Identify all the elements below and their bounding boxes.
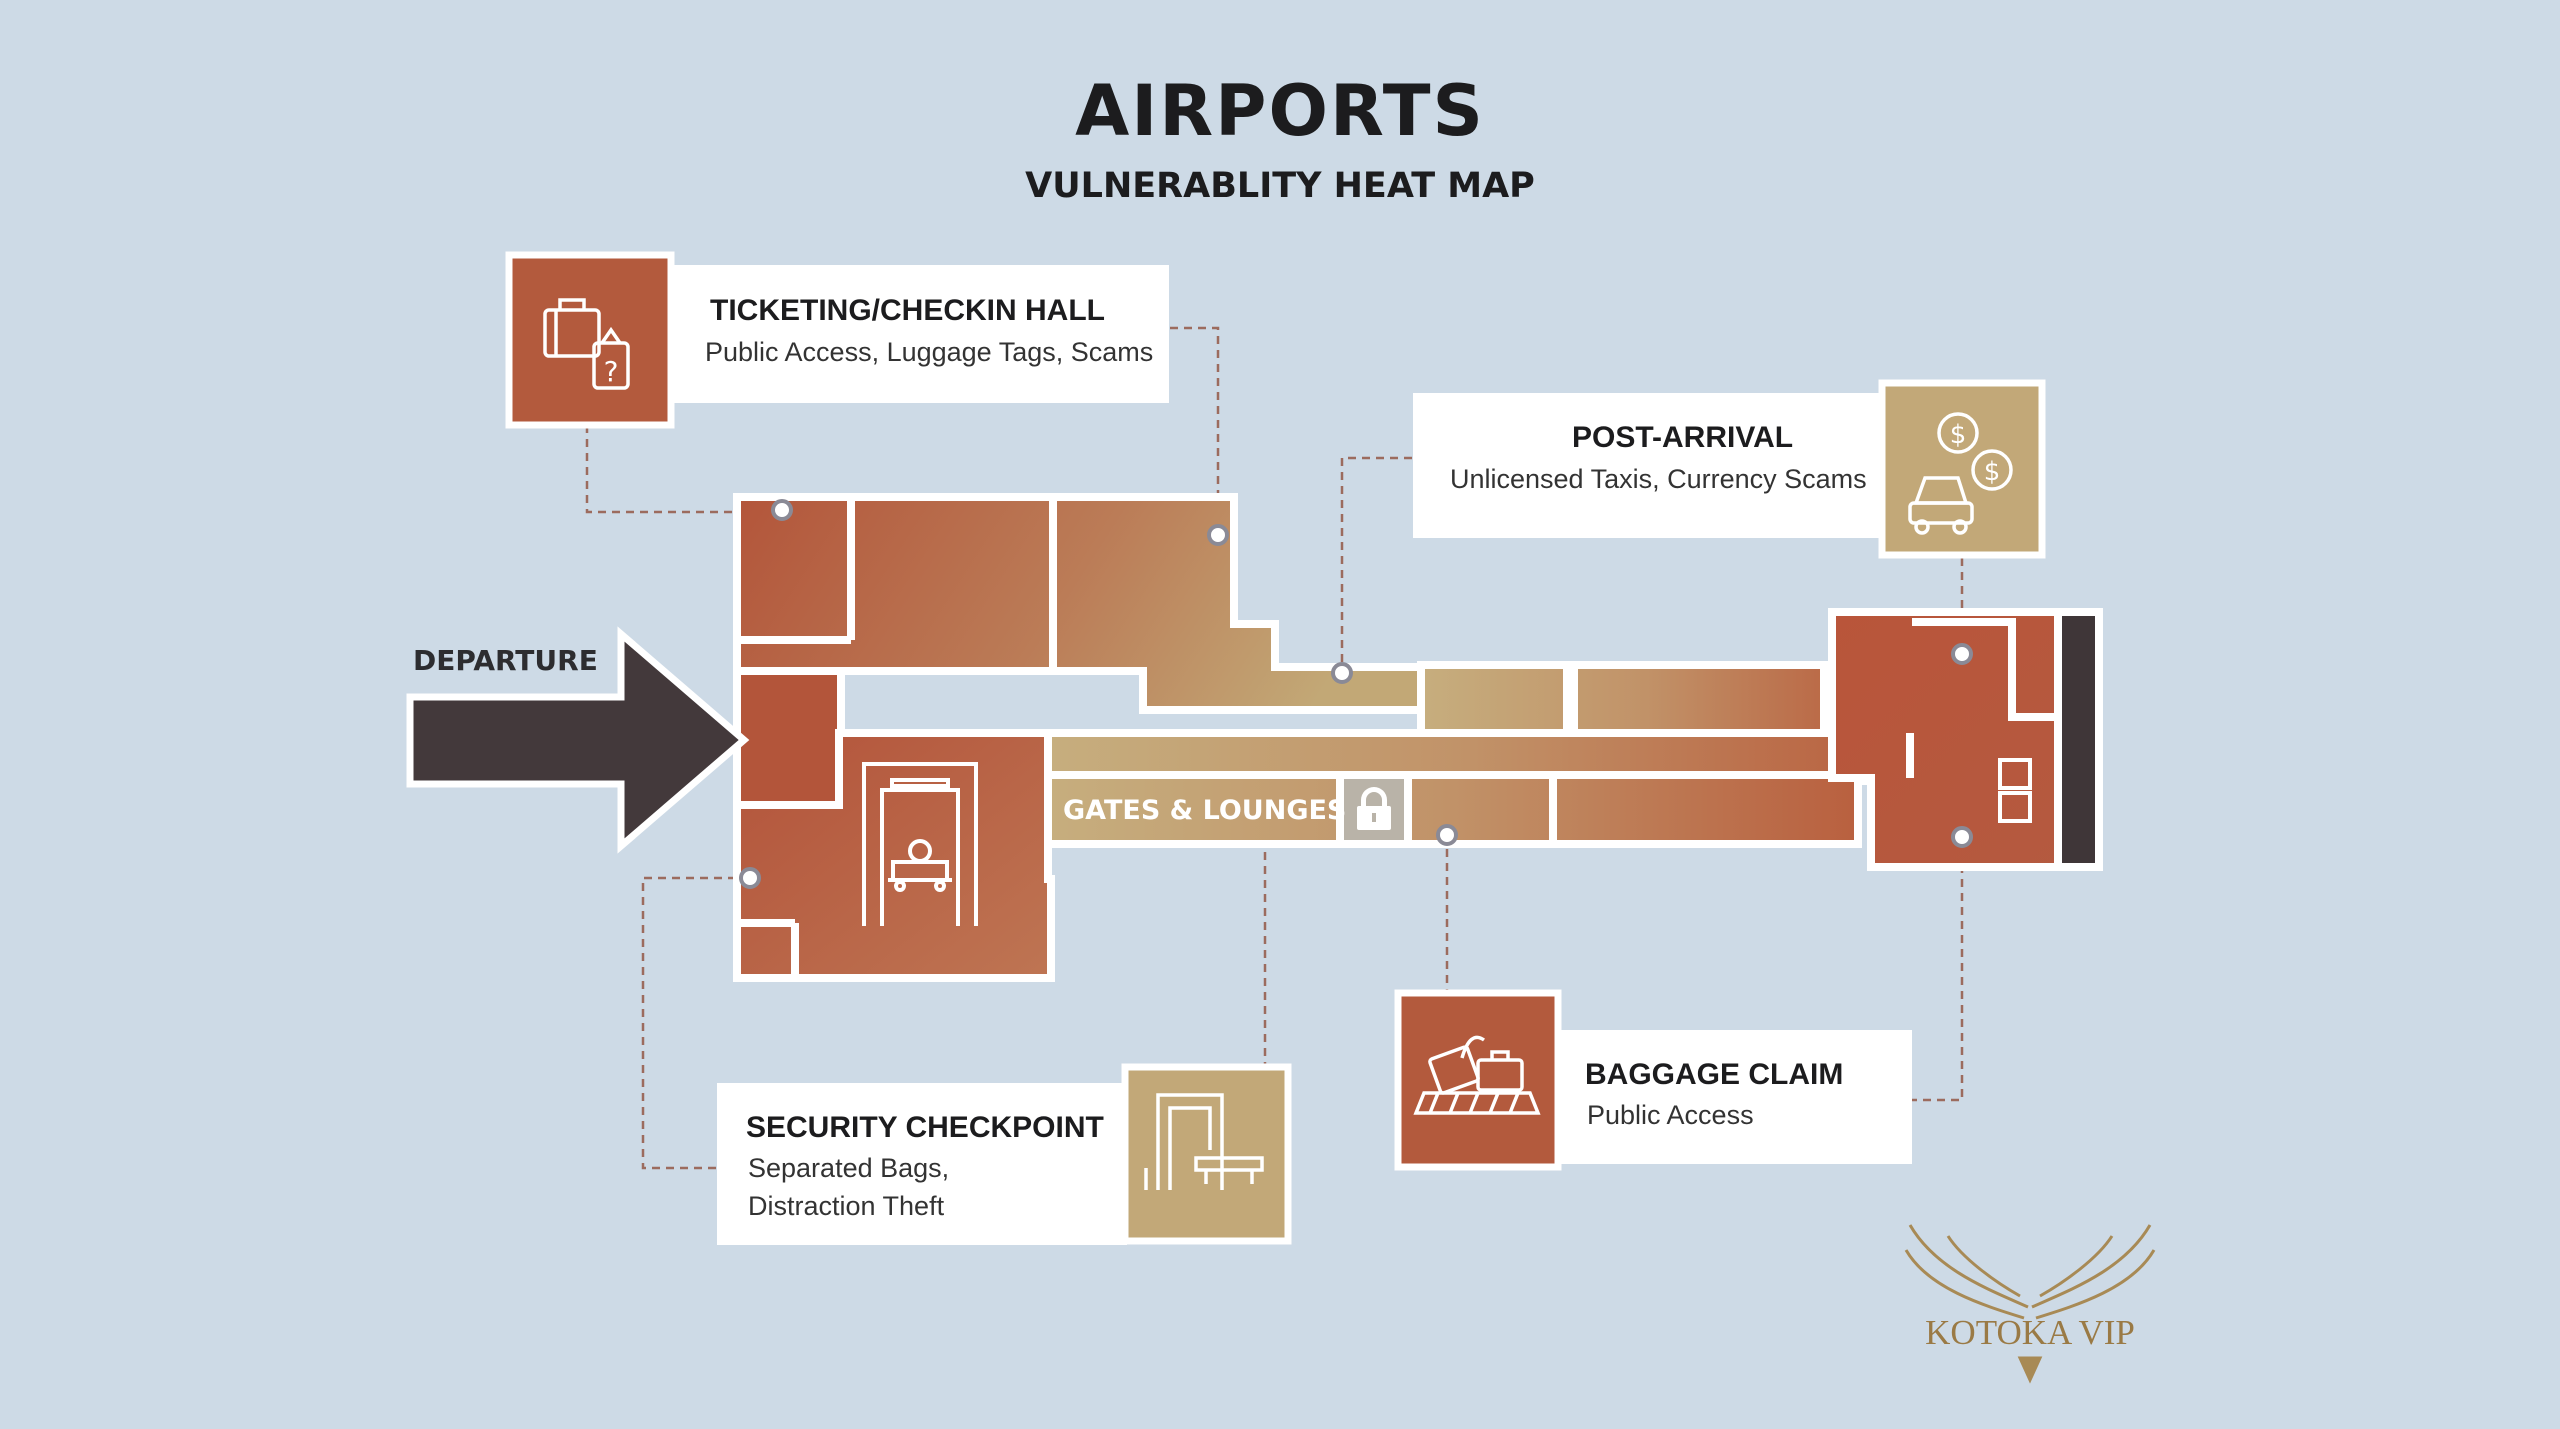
baggage-title: BAGGAGE CLAIM [1585,1058,1844,1091]
dot-ticketing-1 [771,499,793,521]
connector [733,667,845,825]
svg-text:?: ? [604,355,619,388]
post-arrival-card [1413,393,1883,538]
svg-text:$: $ [1950,420,1967,450]
svg-text:$: $ [1984,457,2001,487]
baggage-carousel-icon [1394,989,1562,1171]
junction-dots [739,499,1973,889]
post-arrival-description: Unlicensed Taxis, Currency Scams [1450,464,1867,494]
ticketing-description: Public Access, Luggage Tags, Scams [705,337,1154,367]
brand-name: KOTOKA VIP [1925,1313,2135,1352]
security-card [717,1083,1127,1245]
ticketing-card [671,265,1169,403]
dot-post-arrival [1331,662,1353,684]
security-scanner-icon [1121,1063,1292,1245]
taxi-currency-icon: $ $ [1878,379,2046,559]
terminal-building [733,493,2103,982]
leader-ticketing-right [1170,326,1220,535]
luggage-question-icon: ? [505,251,675,429]
wings-logo [1904,1224,2156,1384]
page-title: AIRPORTS [1075,70,1485,152]
gates-lounges-label: GATES & LOUNGES [1063,795,1347,826]
dot-baggage [1436,824,1458,846]
departure-label: DEPARTURE [413,644,598,677]
security-description-line1: Separated Bags, [748,1153,950,1183]
dot-security [739,867,761,889]
dot-arrivals-bottom [1951,826,1973,848]
leader-security [641,876,750,1170]
dot-ticketing-2 [1207,524,1229,546]
dot-arrivals-top [1951,643,1973,665]
leader-post-arrival [1340,456,1412,673]
security-description-line2: Distraction Theft [748,1191,945,1221]
scanner-floor-icon [862,762,978,926]
departure-arrow [406,626,750,854]
baggage-card [1555,1030,1912,1164]
post-arrival-title: POST-ARRIVAL [1572,421,1794,454]
baggage-description: Public Access [1587,1100,1754,1130]
zone-upper-corridor [1417,661,1875,737]
zone-security-area [733,729,1055,982]
lock-icon [1357,787,1391,830]
page-subtitle: VULNERABLITY HEAT MAP [1025,166,1535,206]
ticketing-title: TICKETING/CHECKIN HALL [710,294,1105,327]
leader-ticketing-left [585,425,780,514]
leader-lines [585,326,1964,1170]
leader-baggage-right [1912,837,1964,1102]
lock-block [1336,771,1412,848]
security-title: SECURITY CHECKPOINT [746,1111,1104,1144]
exit-wall [2054,608,2103,871]
